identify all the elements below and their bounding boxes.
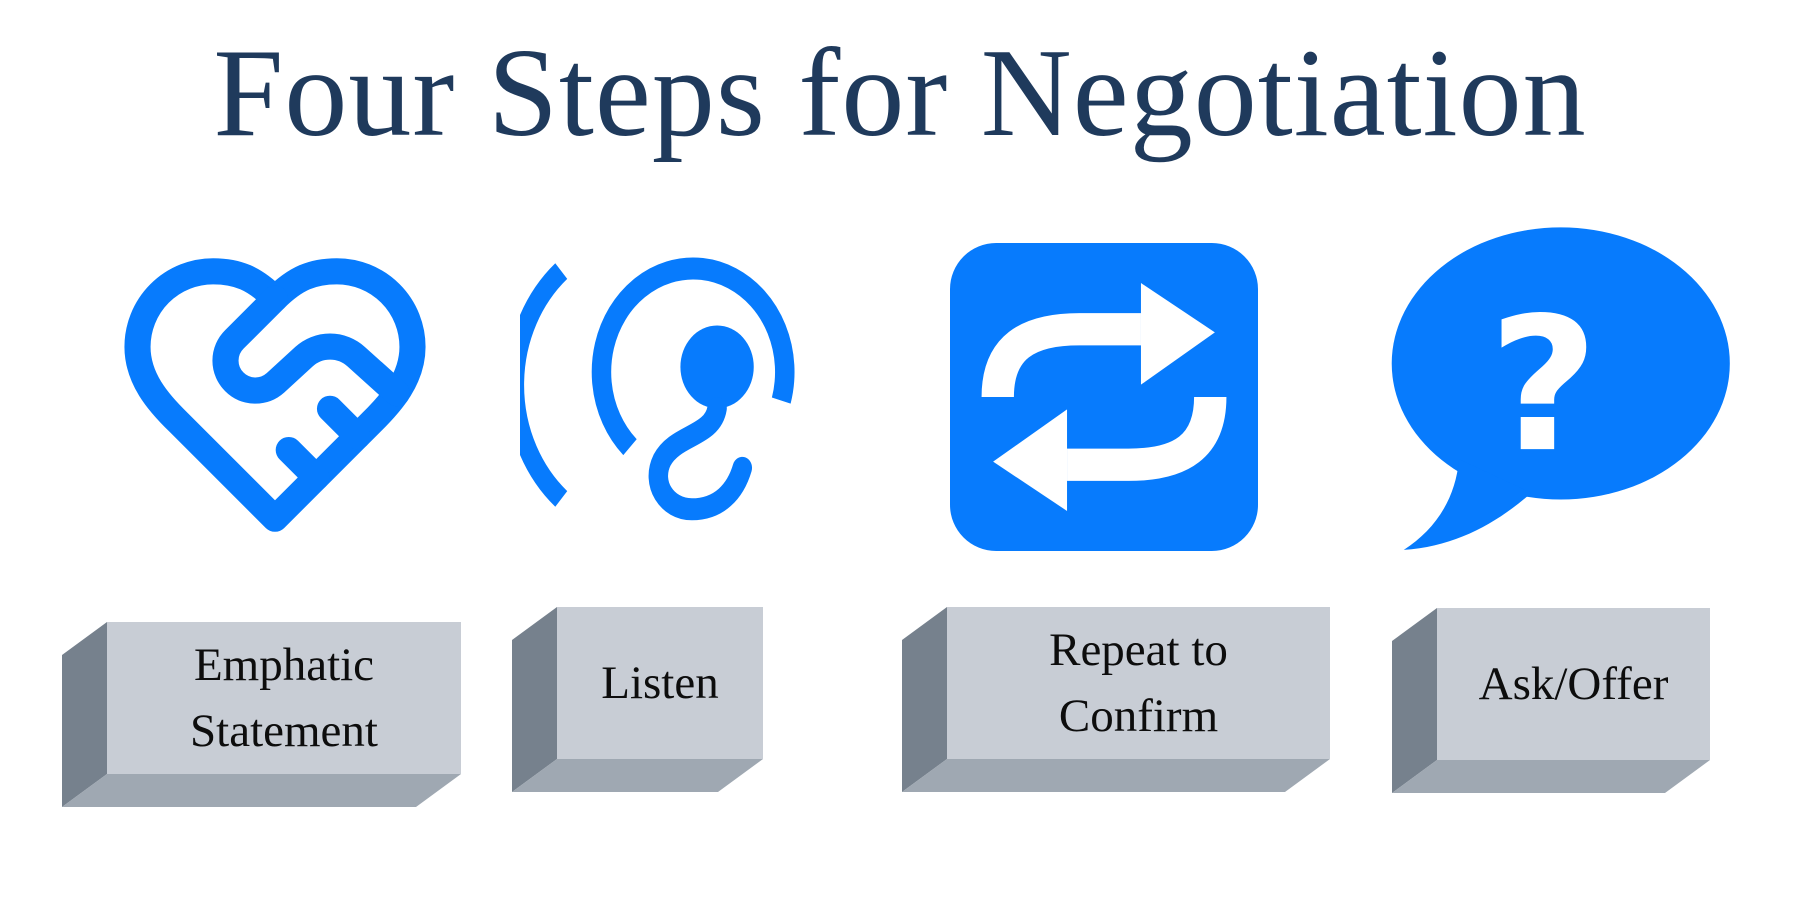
box-front-face bbox=[1437, 608, 1710, 760]
page-title: Four Steps for Negotiation bbox=[213, 24, 1587, 163]
step-box-repeat-to-confirm: Repeat to Confirm bbox=[902, 607, 1330, 792]
box-side-bottom bbox=[512, 759, 763, 792]
step-box-listen: Listen bbox=[512, 607, 763, 792]
box-front-face bbox=[947, 607, 1330, 759]
box-side-left bbox=[1392, 608, 1437, 793]
question-mark-glyph: ? bbox=[1488, 278, 1598, 493]
repeat-left-arrowhead bbox=[993, 409, 1068, 511]
step-label-line: Listen bbox=[601, 657, 719, 709]
box-side-left bbox=[902, 607, 947, 792]
box-front-face bbox=[557, 607, 763, 759]
repeat-top-arc bbox=[981, 313, 1141, 398]
step-label: Listen bbox=[557, 607, 763, 759]
box-side-bottom bbox=[902, 759, 1330, 792]
question-bubble-icon: ? bbox=[1391, 227, 1730, 550]
box-side-left bbox=[512, 607, 557, 792]
step-label-line: Ask/Offer bbox=[1478, 658, 1669, 710]
box-side-bottom bbox=[1392, 760, 1710, 793]
repeat-arrows-icon bbox=[950, 243, 1258, 551]
listening-ear-icon bbox=[520, 257, 795, 521]
step-label: Emphatic Statement bbox=[107, 622, 461, 774]
sound-wave-arc bbox=[520, 263, 568, 507]
step-box-ask-offer: Ask/Offer bbox=[1392, 608, 1710, 793]
step-label: Repeat to Confirm bbox=[947, 607, 1330, 759]
box-front-face bbox=[107, 622, 461, 774]
step-label-line: Emphatic bbox=[193, 639, 375, 691]
step-label-line: Repeat to bbox=[1049, 624, 1228, 676]
step-box-emphatic-statement: Emphatic Statement bbox=[62, 622, 461, 807]
heart-handshake-icon bbox=[124, 258, 426, 532]
ear-lobe-curve bbox=[648, 397, 753, 521]
ear-outline-arc bbox=[591, 257, 795, 456]
box-side-left bbox=[62, 622, 107, 807]
step-label: Ask/Offer bbox=[1437, 608, 1710, 760]
speech-bubble-tail bbox=[1403, 459, 1532, 550]
box-side-bottom bbox=[62, 774, 461, 807]
repeat-right-arrowhead bbox=[1140, 283, 1215, 385]
ear-inner-dot bbox=[680, 325, 754, 409]
speech-bubble-body bbox=[1391, 227, 1730, 500]
step-label-line: Confirm bbox=[1058, 690, 1219, 742]
repeat-bottom-arc bbox=[1067, 396, 1227, 481]
step-label-line: Statement bbox=[190, 705, 378, 757]
